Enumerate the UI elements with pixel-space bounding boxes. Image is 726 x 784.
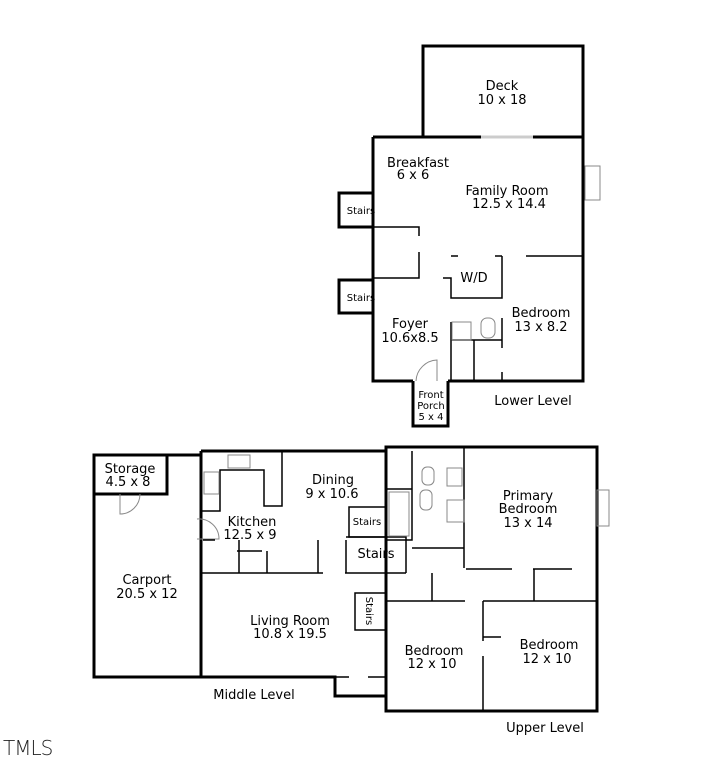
- stairs-a-label: Stairs: [347, 206, 376, 217]
- family-room-size: 12.5 x 14.4: [472, 197, 546, 212]
- upper-window-box: [596, 489, 610, 527]
- mls-logo: TMLS: [3, 736, 53, 760]
- upper-partitions: [385, 447, 597, 711]
- primary-bedroom-size: 13 x 14: [503, 516, 552, 531]
- breakfast-name: Breakfast: [387, 156, 449, 171]
- middle-level-walls: [92, 449, 407, 698]
- middle-level-label: Middle Level: [213, 688, 294, 703]
- dining-name: Dining: [312, 473, 354, 488]
- family-room-name: Family Room: [466, 184, 549, 199]
- foyer-name: Foyer: [392, 317, 429, 332]
- breakfast-size: 6 x 6: [397, 168, 430, 183]
- kitchen-lower: [201, 536, 407, 574]
- stairs-vertical-label: Stairs: [363, 597, 374, 626]
- carport-name: Carport: [122, 573, 171, 588]
- porch-name-1: Front: [418, 390, 443, 401]
- stairs-a-box: [337, 191, 375, 229]
- middle-outline: [201, 449, 386, 698]
- bedroom-name: Bedroom: [512, 306, 571, 321]
- primary-bedroom-name-1: Primary: [503, 489, 554, 504]
- porch-size: 5 x 4: [419, 412, 444, 423]
- stairs-main-label: Stairs: [357, 547, 394, 562]
- fireplace: [584, 165, 601, 201]
- stairs-small-label: Stairs: [353, 517, 382, 528]
- upper-toilet-b: [419, 489, 433, 511]
- stairs-b-label: Stairs: [347, 293, 376, 304]
- upper-sink-icon: [446, 467, 463, 487]
- bedroom-right-name: Bedroom: [520, 638, 579, 653]
- dining-size: 9 x 10.6: [305, 487, 358, 502]
- kitchen-name: Kitchen: [228, 515, 277, 530]
- carport-size: 20.5 x 12: [116, 587, 177, 602]
- storage-outline: [92, 453, 169, 496]
- bath-walls: [450, 318, 503, 381]
- porch-name-2: Porch: [417, 401, 445, 412]
- lower-level-walls: [337, 44, 601, 428]
- lower-level-labels: Deck 10 x 18 Breakfast 6 x 6 Family Room…: [347, 79, 572, 423]
- storage-size: 4.5 x 8: [106, 475, 151, 490]
- bathtub-icon: [388, 491, 410, 537]
- storage-name: Storage: [105, 462, 156, 477]
- stairs-b-box: [337, 278, 375, 315]
- lower-partition: [373, 226, 420, 279]
- primary-bedroom-name-2: Bedroom: [499, 502, 558, 517]
- sink-icon: [451, 321, 472, 341]
- toilet-icon: [480, 317, 496, 339]
- bedroom-left-size: 12 x 10: [407, 657, 456, 672]
- front-door-swing: [415, 359, 438, 382]
- bedroom-size: 13 x 8.2: [514, 320, 567, 335]
- foyer-size: 10.6x8.5: [381, 331, 438, 346]
- middle-level-labels: Storage 4.5 x 8 Carport 20.5 x 12 Kitche…: [105, 462, 395, 703]
- kitchen-sink-icon: [227, 454, 251, 469]
- kitchen-counter: [201, 451, 283, 512]
- storage-door-swing: [119, 493, 141, 515]
- front-porch-outline: [411, 381, 450, 428]
- lower-level-label: Lower Level: [494, 394, 571, 409]
- bedroom-left-name: Bedroom: [405, 644, 464, 659]
- living-room-name: Living Room: [250, 614, 330, 629]
- deck-size: 10 x 18: [477, 93, 526, 108]
- upper-toilet-a: [421, 466, 435, 486]
- deck-name: Deck: [486, 79, 519, 94]
- stove-icon: [203, 471, 220, 495]
- bedroom-right-size: 12 x 10: [522, 652, 571, 667]
- kitchen-door-swing: [196, 518, 220, 540]
- kitchen-size: 12.5 x 9: [223, 528, 276, 543]
- upper-level-labels: Primary Bedroom 13 x 14 Bedroom 12 x 10 …: [405, 489, 584, 736]
- wd-label: W/D: [460, 271, 487, 286]
- upper-level-label: Upper Level: [506, 721, 584, 736]
- living-room-size: 10.8 x 19.5: [253, 627, 327, 642]
- upper-vanity-icon: [446, 499, 465, 523]
- wd-closet: [443, 255, 583, 299]
- upper-level-walls: [384, 445, 610, 713]
